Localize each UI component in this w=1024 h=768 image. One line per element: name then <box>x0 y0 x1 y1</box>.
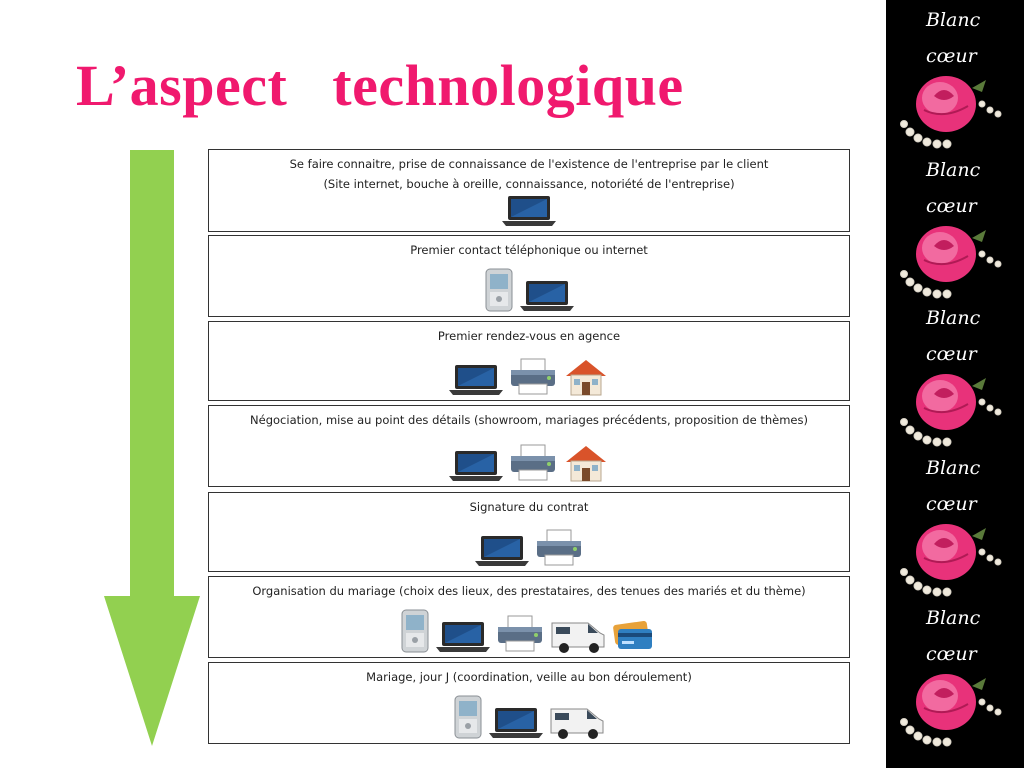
step-text-line: Négociation, mise au point des détails (… <box>250 413 808 427</box>
arrow-shape <box>104 150 200 746</box>
slide-title: L’aspect technologique <box>76 53 684 118</box>
laptop-icon <box>475 535 529 567</box>
step-icons <box>209 529 849 567</box>
brand-line-1: Blanc <box>926 607 981 629</box>
brand-line-2: cœur <box>926 643 977 665</box>
step-box: Organisation du mariage (choix des lieux… <box>208 576 850 658</box>
brand-logo: Blanc cœur <box>886 598 1024 748</box>
brand-line-2: cœur <box>926 343 977 365</box>
brand-line-1: Blanc <box>926 307 981 329</box>
step-box: Premier contact téléphonique ou internet <box>208 235 850 317</box>
step-text-line: Premier contact téléphonique ou internet <box>410 243 648 257</box>
brand-line-2: cœur <box>926 45 977 67</box>
step-box: Mariage, jour J (coordination, veille au… <box>208 662 850 744</box>
van-icon <box>549 701 605 739</box>
laptop-icon <box>502 195 556 227</box>
brand-line-2: cœur <box>926 195 977 217</box>
laptop-icon <box>449 450 503 482</box>
step-icons <box>209 609 849 653</box>
step-text-line: Se faire connaitre, prise de connaissanc… <box>289 157 769 171</box>
rose-pearls-icon <box>894 364 1014 452</box>
brand-logo: Blanc cœur <box>886 150 1024 300</box>
pda-phone-icon <box>453 695 483 739</box>
rose-pearls-icon <box>894 66 1014 154</box>
credit-cards-icon <box>612 621 658 653</box>
brand-line-1: Blanc <box>926 9 981 31</box>
printer-icon <box>496 615 544 653</box>
step-box: Premier rendez-vous en agence <box>208 321 850 401</box>
pda-phone-icon <box>400 609 430 653</box>
step-box: Signature du contrat <box>208 492 850 572</box>
brand-logo: Blanc cœur <box>886 448 1024 598</box>
house-icon <box>563 358 609 396</box>
pda-phone-icon <box>484 268 514 312</box>
step-text-line: Organisation du mariage (choix des lieux… <box>252 584 806 598</box>
printer-icon <box>509 444 557 482</box>
step-box: Négociation, mise au point des détails (… <box>208 405 850 487</box>
brand-logo: Blanc cœur <box>886 298 1024 448</box>
laptop-icon <box>449 364 503 396</box>
step-icons <box>209 268 849 312</box>
rose-pearls-icon <box>894 514 1014 602</box>
brand-line-1: Blanc <box>926 457 981 479</box>
brand-logo: Blanc cœur <box>886 0 1024 150</box>
printer-icon <box>535 529 583 567</box>
step-text-line: Premier rendez-vous en agence <box>437 329 621 343</box>
laptop-icon <box>520 280 574 312</box>
brand-line-2: cœur <box>926 493 977 515</box>
rose-pearls-icon <box>894 216 1014 304</box>
step-icons <box>209 695 849 739</box>
down-arrow-icon <box>104 150 200 746</box>
step-text-line: (Site internet, bouche à oreille, connai… <box>323 177 735 191</box>
step-icons <box>209 358 849 396</box>
printer-icon <box>509 358 557 396</box>
laptop-icon <box>489 707 543 739</box>
van-icon <box>550 615 606 653</box>
laptop-icon <box>436 621 490 653</box>
step-icons <box>209 444 849 482</box>
step-icons <box>209 195 849 227</box>
house-icon <box>563 444 609 482</box>
step-text-line: Mariage, jour J (coordination, veille au… <box>366 670 692 684</box>
step-text-line: Signature du contrat <box>469 500 589 514</box>
brand-line-1: Blanc <box>926 159 981 181</box>
rose-pearls-icon <box>894 664 1014 752</box>
step-box: Se faire connaitre, prise de connaissanc… <box>208 149 850 232</box>
